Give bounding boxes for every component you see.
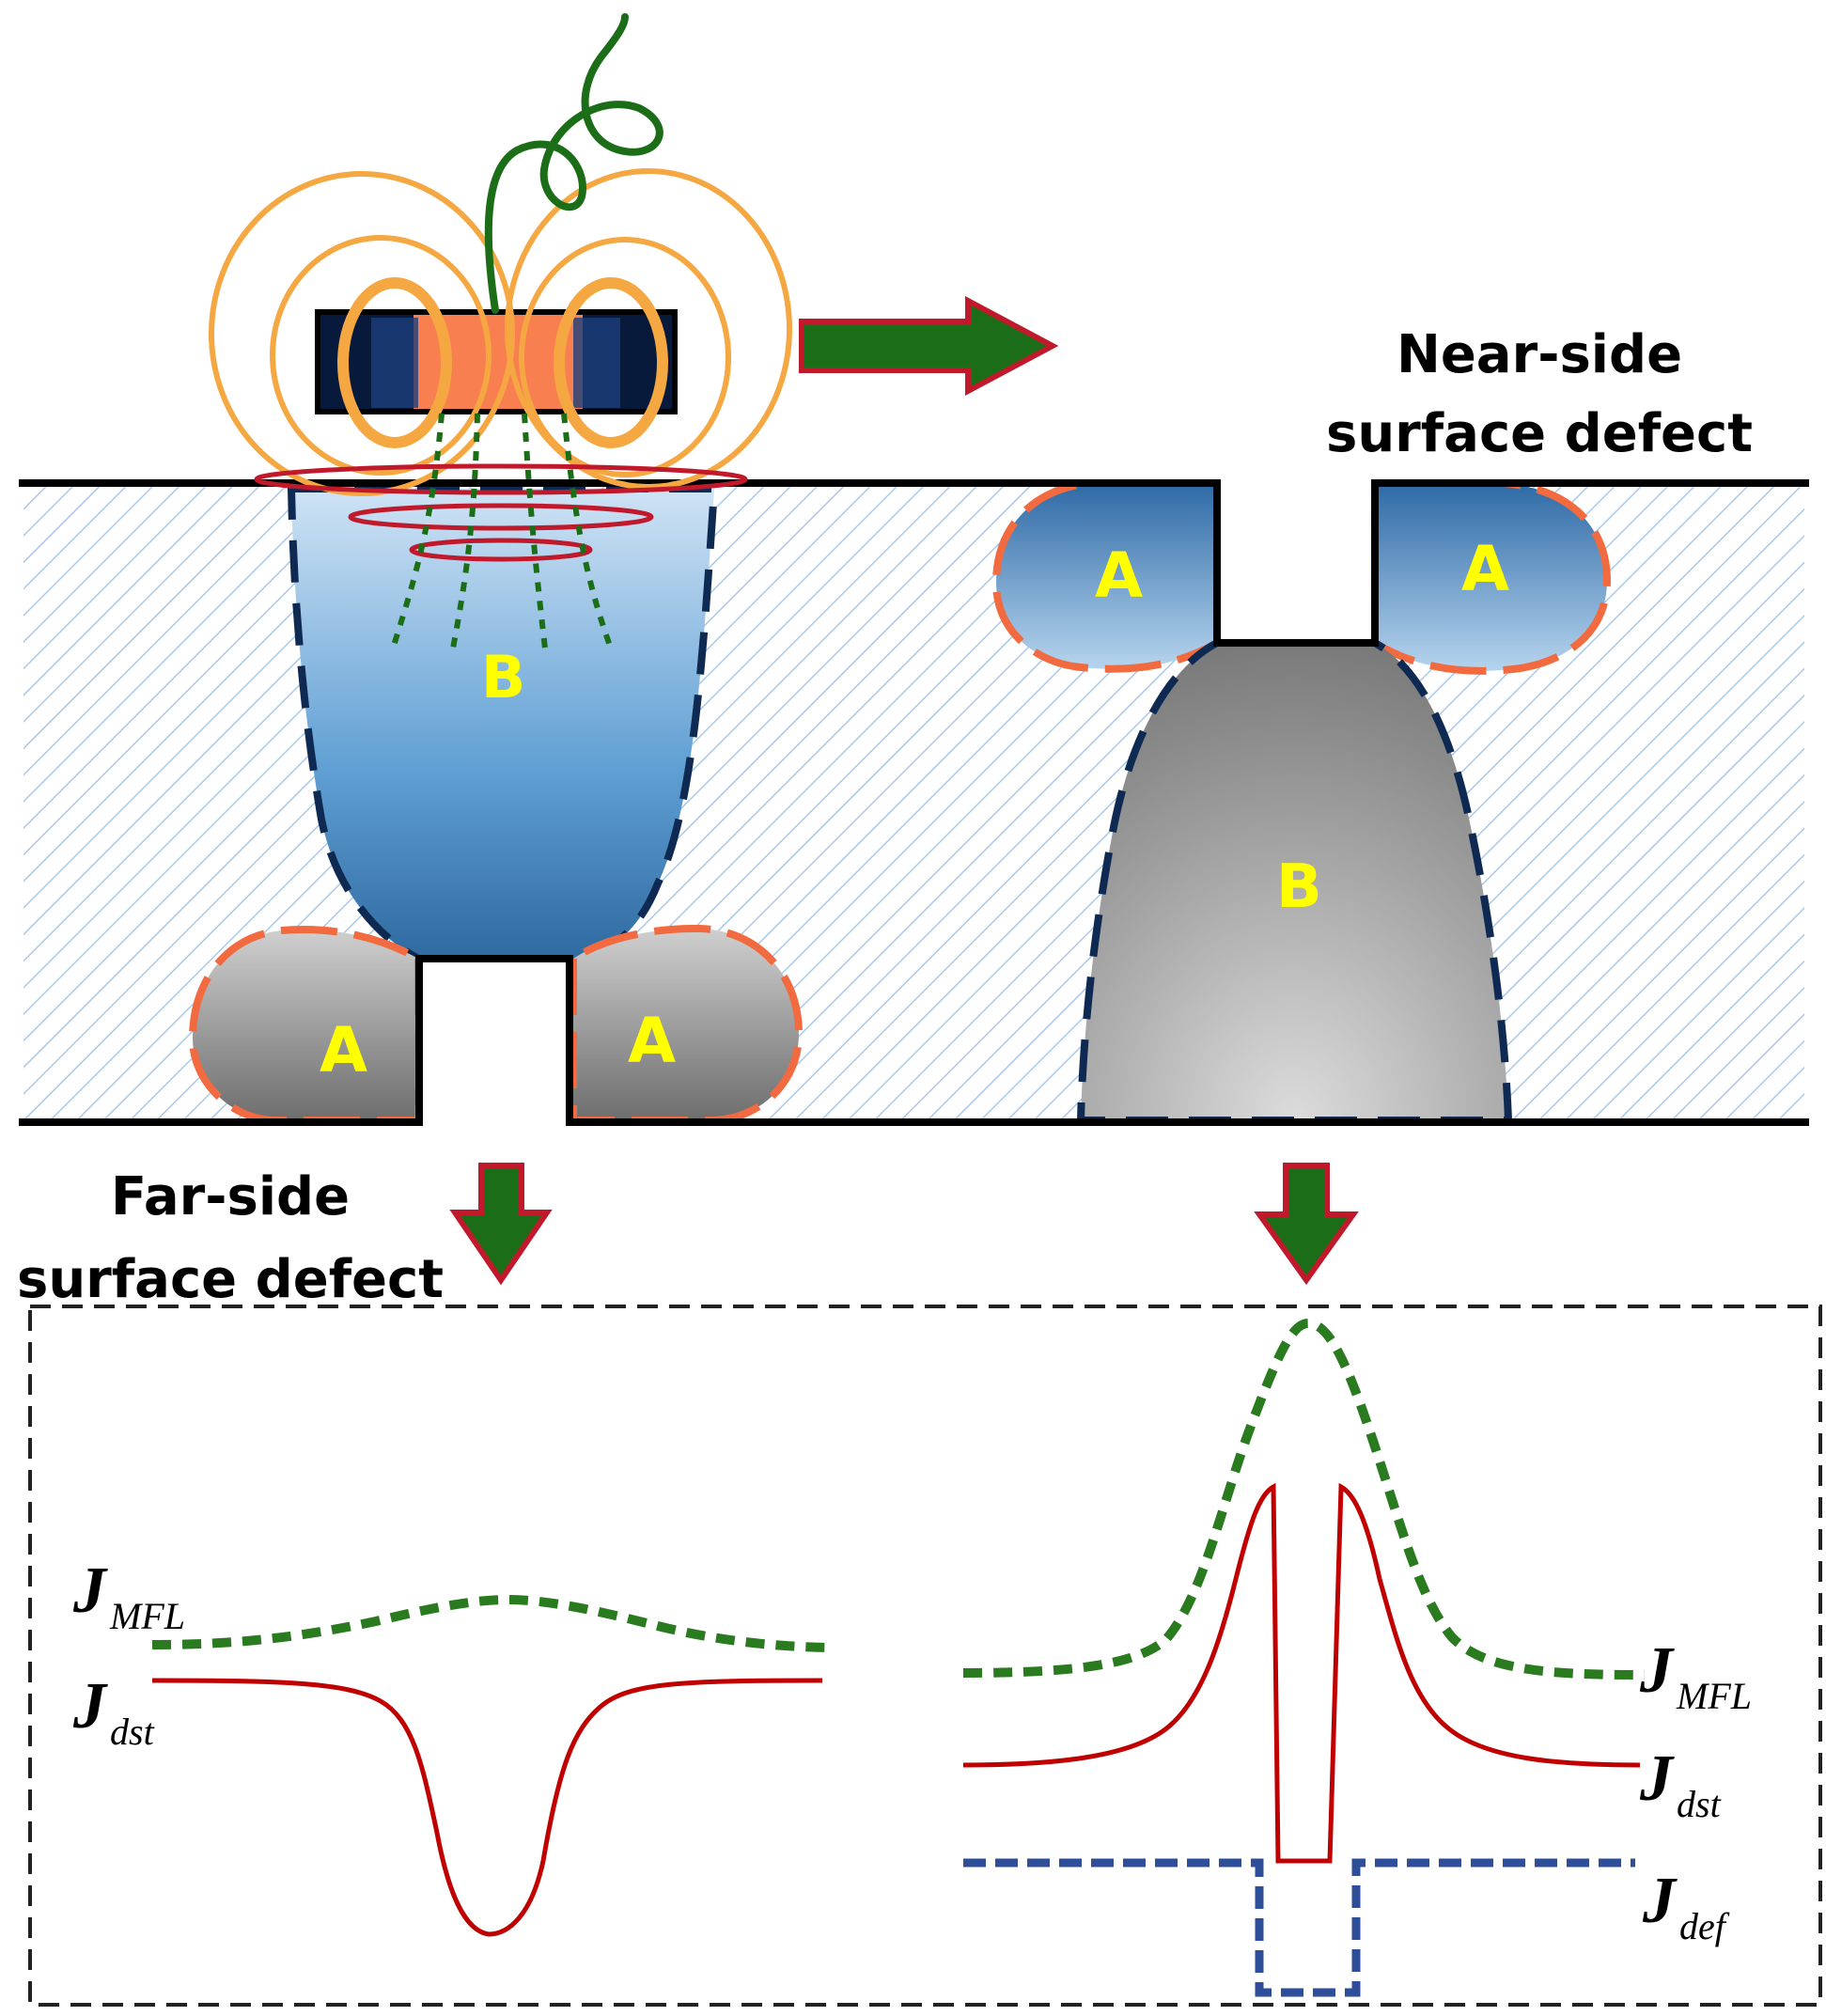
signal-box xyxy=(28,1305,1822,2007)
zone-a-near-left xyxy=(991,479,1221,673)
near-side-label-line1: Near-side xyxy=(1397,324,1682,385)
down-arrow-right xyxy=(1254,1163,1359,1286)
scan-direction-arrow xyxy=(799,296,1059,396)
right-j-def-subscript: def xyxy=(1679,1905,1730,1947)
plate-top-surface xyxy=(19,479,1809,647)
right-j-dst-label: J dst xyxy=(1639,1743,1722,1825)
flux-line-3 xyxy=(522,413,548,649)
right-j-dst-subscript: dst xyxy=(1677,1783,1722,1825)
right-j-mfl-label: J MFL xyxy=(1639,1634,1752,1717)
right-j-mfl-subscript: MFL xyxy=(1676,1675,1752,1717)
zone-a-near-right xyxy=(1371,479,1612,675)
down-arrow-left xyxy=(449,1163,553,1286)
right-j-dst-curve xyxy=(962,1482,1641,1864)
left-j-mfl-curve xyxy=(151,1594,833,1652)
left-j-mfl-label: J MFL xyxy=(72,1555,185,1637)
zone-a-far-left-label: A xyxy=(320,1014,367,1086)
flux-line-1 xyxy=(390,413,445,649)
right-j-def-curve xyxy=(963,1858,1635,1997)
zone-a-far-right xyxy=(570,924,804,1124)
field-loop-left-mid xyxy=(270,235,492,476)
probe-coil-right xyxy=(573,318,620,408)
left-j-dst-label: J dst xyxy=(72,1670,155,1753)
plate-bottom-surface xyxy=(19,955,1809,1126)
probe xyxy=(315,309,678,414)
magnetic-field-loops xyxy=(209,168,792,496)
right-j-mfl-symbol: J xyxy=(1639,1634,1675,1707)
zone-a-near-right-label: A xyxy=(1461,533,1509,605)
left-j-mfl-subscript: MFL xyxy=(109,1595,185,1637)
zone-b-left-label: B xyxy=(481,643,525,711)
zone-a-far-left xyxy=(188,926,422,1124)
far-side-label-line2: surface defect xyxy=(17,1249,444,1310)
field-loop-left-inner xyxy=(337,277,452,448)
flux-line-2 xyxy=(450,413,480,649)
zone-a-near-left-label: A xyxy=(1095,539,1143,612)
left-j-dst-symbol: J xyxy=(72,1670,108,1743)
eddy-ring-2 xyxy=(348,503,654,531)
right-j-dst-symbol: J xyxy=(1639,1743,1675,1815)
field-loop-right-inner xyxy=(554,277,668,448)
eddy-ring-3 xyxy=(409,538,593,562)
excitation-wire xyxy=(484,13,663,314)
right-j-def-symbol: J xyxy=(1642,1865,1678,1937)
eddy-ring-1 xyxy=(254,463,748,495)
flux-lines xyxy=(390,413,614,650)
field-loop-right-mid xyxy=(519,237,731,477)
eddy-current-rings xyxy=(254,463,748,562)
left-j-mfl-symbol: J xyxy=(72,1555,108,1627)
far-side-notch xyxy=(419,959,570,1124)
far-side-label-line1: Far-side xyxy=(111,1166,350,1227)
left-j-dst-subscript: dst xyxy=(110,1711,155,1753)
field-loop-left-outer xyxy=(209,171,515,496)
field-loop-right-outer xyxy=(505,168,792,490)
zone-b-right-label: B xyxy=(1276,852,1322,922)
near-side-notch xyxy=(1217,479,1375,643)
right-j-def-label: J def xyxy=(1642,1865,1730,1947)
near-side-label-line2: surface defect xyxy=(1326,403,1753,464)
right-j-mfl-curve xyxy=(962,1318,1646,1680)
flux-line-4 xyxy=(561,413,614,650)
zone-a-far-right-label: A xyxy=(628,1005,676,1077)
probe-coil-left xyxy=(371,318,418,408)
left-j-dst-curve xyxy=(151,1678,823,1937)
